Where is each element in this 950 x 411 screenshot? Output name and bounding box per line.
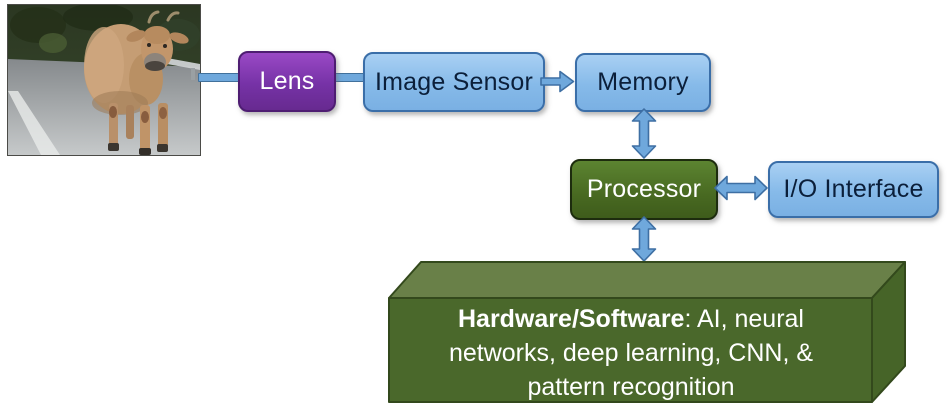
block-lens: Lens [238,51,336,112]
hardware-software-box [388,261,906,403]
block-io-interface-label: I/O Interface [783,175,924,203]
cow-photo [7,4,201,156]
connector-photo-to-lens [198,73,241,82]
block-memory-label: Memory [597,68,689,96]
double-arrow-processor-io [714,175,768,201]
block-memory: Memory [575,53,711,112]
block-io-interface: I/O Interface [768,161,939,218]
hw-line-3: pattern recognition [527,373,735,401]
block-processor-label: Processor [586,175,702,203]
block-lens-label: Lens [259,67,315,95]
hardware-software-text: Hardware/Software: AI, neural networks, … [388,302,874,404]
double-arrow-processor-hwbox [631,216,657,262]
block-image-sensor-label: Image Sensor [374,67,534,96]
double-arrow-memory-processor [631,108,657,159]
arrow-sensor-to-memory [540,70,575,93]
block-image-sensor: Image Sensor [363,52,545,112]
hw-line-1: Hardware/Software: AI, neural [458,305,804,333]
block-processor: Processor [570,159,718,220]
hw-line-2: networks, deep learning, CNN, & [448,339,814,367]
